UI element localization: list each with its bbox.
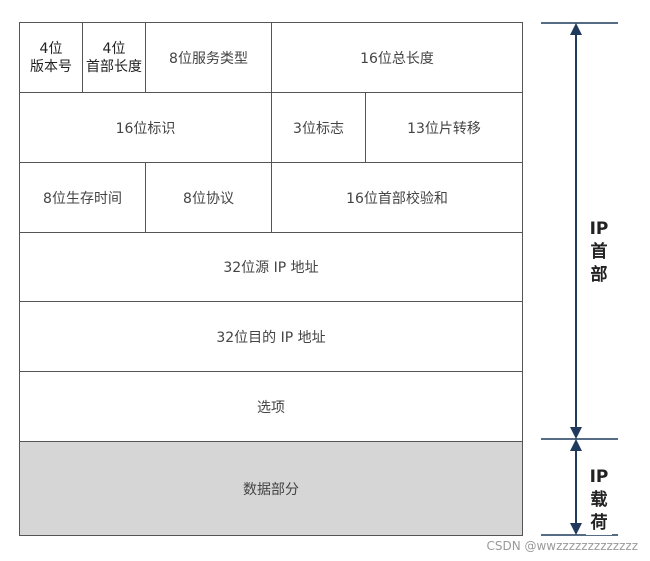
total-length-field: 16位总长度 [271, 22, 523, 93]
source-ip-label: 32位源 IP 地址 [223, 260, 319, 276]
header-length-label: 首部长度 [86, 58, 142, 75]
header-arrow-up [570, 23, 582, 35]
version-bits: 4位 [39, 40, 63, 57]
protocol-label: 8位协议 [183, 190, 234, 207]
checksum-label: 16位首部校验和 [346, 190, 448, 207]
ttl-label: 8位生存时间 [43, 190, 122, 207]
identification-field: 16位标识 [19, 92, 272, 163]
total-length-label: 16位总长度 [360, 50, 434, 67]
ip-header-label-1: IP [589, 219, 609, 239]
version-field: 4位 版本号 [19, 22, 83, 93]
header-arrow-down [570, 427, 582, 439]
flags-field: 3位标志 [271, 92, 366, 163]
ip-payload-label-1: IP [589, 467, 609, 487]
header-length-bits: 4位 [102, 40, 126, 57]
options-label: 选项 [257, 399, 285, 416]
payload-block: 数据部分 [19, 441, 523, 536]
ip-payload-label-2: 载 [590, 490, 608, 510]
fragment-offset-label: 13位片转移 [407, 120, 481, 137]
ip-header-label-2: 首 [590, 242, 608, 262]
fragment-offset-field: 13位片转移 [365, 92, 523, 163]
payload-arrow-up [570, 439, 582, 451]
watermark: CSDN @wwzzzzzzzzzzzzz [486, 539, 638, 553]
version-label: 版本号 [30, 58, 72, 75]
protocol-field: 8位协议 [145, 162, 272, 233]
destination-ip-field: 32位目的 IP 地址 [19, 301, 523, 372]
tos-field: 8位服务类型 [145, 22, 272, 93]
payload-label: 数据部分 [243, 481, 299, 498]
ip-header-label-3: 部 [590, 265, 608, 285]
identification-label: 16位标识 [115, 120, 176, 137]
ip-payload-label: IP 载 荷 [586, 466, 612, 535]
ip-header-label: IP 首 部 [586, 218, 612, 287]
source-ip-field: 32位源 IP 地址 [19, 232, 523, 302]
ip-payload-label-3: 荷 [590, 513, 608, 533]
tos-label: 8位服务类型 [169, 50, 248, 67]
flags-label: 3位标志 [293, 120, 344, 137]
ttl-field: 8位生存时间 [19, 162, 146, 233]
payload-arrow-down [570, 523, 582, 535]
destination-ip-label: 32位目的 IP 地址 [216, 329, 326, 346]
